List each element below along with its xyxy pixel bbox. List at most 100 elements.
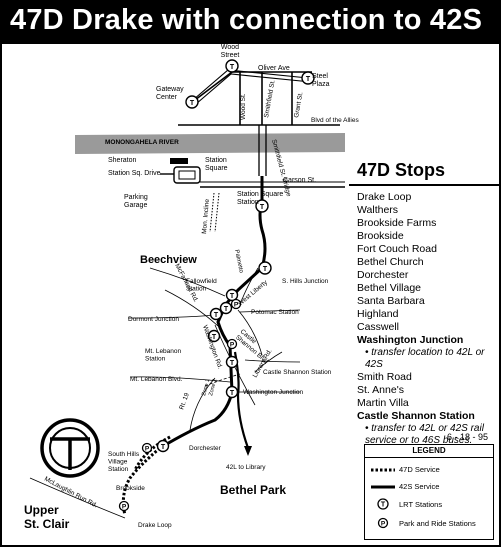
label-s-hills-junction: S. Hills Junction xyxy=(282,278,329,285)
stop-item: Drake Loop xyxy=(357,191,412,203)
branch-42l-line xyxy=(233,351,250,449)
lrt-t-icon: T xyxy=(214,312,219,319)
label-smithfield-st: Smithfield St. xyxy=(263,79,277,118)
lrt-t-icon: T xyxy=(212,334,217,341)
lrt-t-icon: T xyxy=(260,204,265,211)
lrt-t-icon: T xyxy=(230,64,235,71)
legend-pr-label: Park and Ride Stations xyxy=(399,519,476,528)
lrt-t-icon: T xyxy=(306,76,311,83)
castle-shannon-blvd xyxy=(237,309,263,356)
station-castle-shannon[interactable]: T xyxy=(225,355,239,369)
station-s-hills-junction[interactable]: T xyxy=(258,261,272,275)
lrt-t-icon: T xyxy=(230,360,235,367)
mclaughlin-run-rd xyxy=(29,477,126,519)
station-steel-plaza[interactable]: T xyxy=(301,71,315,85)
station-potomac[interactable]: T xyxy=(219,301,233,315)
label-blvd-allies: Blvd of the Allies xyxy=(311,117,359,124)
stop-item: Brookside Farms xyxy=(357,217,437,229)
stop-note: • transfer to 42L or 42S rail service or… xyxy=(365,423,484,446)
label-zone-1: Zone 1 xyxy=(201,378,211,396)
south-hills-roads xyxy=(29,267,301,519)
pr-p-icon: P xyxy=(145,446,150,453)
station-fallowfield[interactable]: T xyxy=(225,288,239,302)
label-zone-2: Zone 2 xyxy=(208,378,218,396)
legend-lrt-icon: T xyxy=(377,498,389,510)
pr-south-hills-village[interactable]: P xyxy=(141,442,153,454)
legend-47d-swatch xyxy=(371,468,395,472)
station-mt-lebanon[interactable]: T xyxy=(207,329,221,343)
diag-street-line xyxy=(194,71,233,101)
label-mt-lebanon-blvd: Mt. Lebanon Blvd. xyxy=(130,376,183,383)
legend: LEGEND 47D Service 42S Service T LRT Sta… xyxy=(364,444,494,540)
stop-item: Fort Couch Road xyxy=(357,243,437,255)
dormont-road xyxy=(127,314,216,319)
arrow-42l xyxy=(244,446,252,456)
mon-incline xyxy=(209,192,220,233)
label-sheraton: Sheraton xyxy=(108,157,137,164)
stop-item: Bethel Church xyxy=(357,256,424,268)
stops-header-rule xyxy=(349,184,499,186)
legend-pr-icon: P xyxy=(377,517,389,529)
lrt-t-icon: T xyxy=(230,390,235,397)
legend-lrt-label: LRT Stations xyxy=(399,500,443,509)
stop-item: Castle Shannon Station xyxy=(357,410,475,422)
rt-19 xyxy=(189,377,216,431)
pr-p-icon: P xyxy=(234,302,239,309)
lrt-t-icon: T xyxy=(224,306,229,313)
station-washington-junction[interactable]: T xyxy=(225,385,239,399)
legend-42s-swatch xyxy=(371,485,395,489)
transit-logo xyxy=(40,418,100,478)
stop-item: Highland xyxy=(357,308,399,320)
station-dormont-junction[interactable]: T xyxy=(209,307,223,321)
label-rt-19: Rt. 19 xyxy=(178,392,191,411)
lrt-t-icon: T xyxy=(263,266,268,273)
parking-garage-shape xyxy=(178,170,196,180)
label-bethel-park: Bethel Park xyxy=(220,483,286,497)
pr-potomac[interactable]: P xyxy=(230,298,242,310)
label-beechview: Beechview xyxy=(140,254,197,266)
stop-item: Bethel Village xyxy=(357,282,422,294)
station-wood-street[interactable]: T xyxy=(225,59,239,73)
map-date: 6 - 18 - 95 xyxy=(447,432,489,442)
svg-text:T: T xyxy=(381,502,386,509)
stop-item: Santa Barbara xyxy=(357,295,425,307)
lrt-t-icon: T xyxy=(161,444,166,451)
label-dormont-junction: Dormont Junction xyxy=(128,316,179,323)
label-river: MONONGAHELA RIVER xyxy=(105,139,179,146)
stop-item: Martin Villa xyxy=(357,397,409,409)
stops-header: 47D Stops xyxy=(349,160,499,186)
label-wood-st: Wood St. xyxy=(240,93,247,120)
label-brookside: Brookside xyxy=(116,485,145,492)
label-palmetto: Palmetto xyxy=(233,249,244,274)
label-drake-loop: Drake Loop xyxy=(138,522,172,529)
label-lib-42l: 42L to Library xyxy=(226,464,266,471)
stop-item: Washington Junction xyxy=(357,334,464,346)
station-dorchester[interactable]: T xyxy=(156,439,170,453)
stop-item: Smith Road xyxy=(357,371,412,383)
label-washington-junction: Washington Junction xyxy=(243,389,303,396)
stop-item: Casswell xyxy=(357,321,400,333)
label-mon-incline: Mon. Incline xyxy=(201,198,211,234)
library-rd xyxy=(254,351,283,373)
pr-castle-shannon-blvd[interactable]: P xyxy=(226,338,238,350)
castle-shannon-road xyxy=(244,359,301,363)
sheraton-building xyxy=(170,158,188,164)
station-station-square[interactable]: T xyxy=(255,199,269,213)
smithfield-bridge xyxy=(258,125,267,176)
stop-note: • transfer location to 42L or 42S xyxy=(365,347,485,370)
station-gateway-center[interactable]: T xyxy=(185,95,199,109)
stop-item: Dorchester xyxy=(357,269,409,281)
legend-title: LEGEND xyxy=(365,445,493,458)
label-grant-st: Grant St. xyxy=(293,91,304,118)
pr-drake-loop[interactable]: P xyxy=(118,500,130,512)
